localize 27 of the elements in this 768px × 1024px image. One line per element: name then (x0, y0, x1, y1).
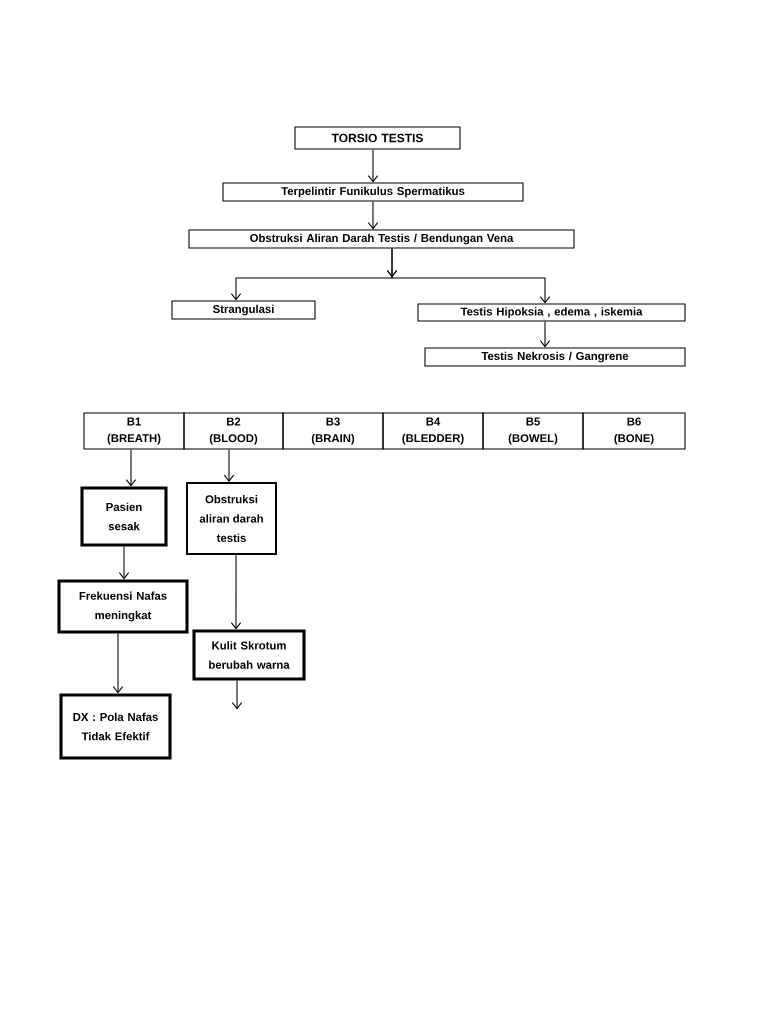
arrow (386, 248, 551, 304)
table-cell: B1 (BREATH) (83, 412, 185, 450)
table-cell: B5 (BOWEL) (482, 412, 584, 450)
table-cell: B2 (BLOOD) (183, 412, 284, 450)
arrow (230, 554, 242, 630)
arrow (118, 546, 130, 580)
process-box: TORSIO TESTIS (294, 126, 461, 150)
process-box: DX : Pola Nafas Tidak Efektif (59, 693, 172, 760)
process-box: Strangulasi (171, 300, 316, 320)
arrow (231, 680, 243, 710)
process-box: Testis Hipoksia , edema , iskemia (417, 303, 686, 322)
process-box: Terpelintir Funikulus Spermatikus (222, 182, 524, 202)
table-cell: B3 (BRAIN) (282, 412, 384, 450)
arrow (112, 633, 124, 694)
process-box: Pasien sesak (80, 486, 168, 547)
process-box: Frekuensi Nafas meningkat (57, 579, 189, 634)
arrow (223, 449, 235, 482)
process-box: Obstruksi Aliran Darah Testis / Bendungan Vena (188, 229, 575, 249)
arrow (125, 449, 137, 487)
process-box: Testis Nekrosis / Gangrene (424, 347, 686, 367)
arrow (367, 201, 379, 230)
process-box: Obstruksi aliran darah testis (186, 482, 277, 555)
table-cell: B6 (BONE) (582, 412, 686, 450)
process-box: Kulit Skrotum berubah warna (192, 629, 306, 681)
arrow (367, 149, 379, 183)
table-cell: B4 (BLEDDER) (382, 412, 484, 450)
arrow (539, 321, 551, 348)
